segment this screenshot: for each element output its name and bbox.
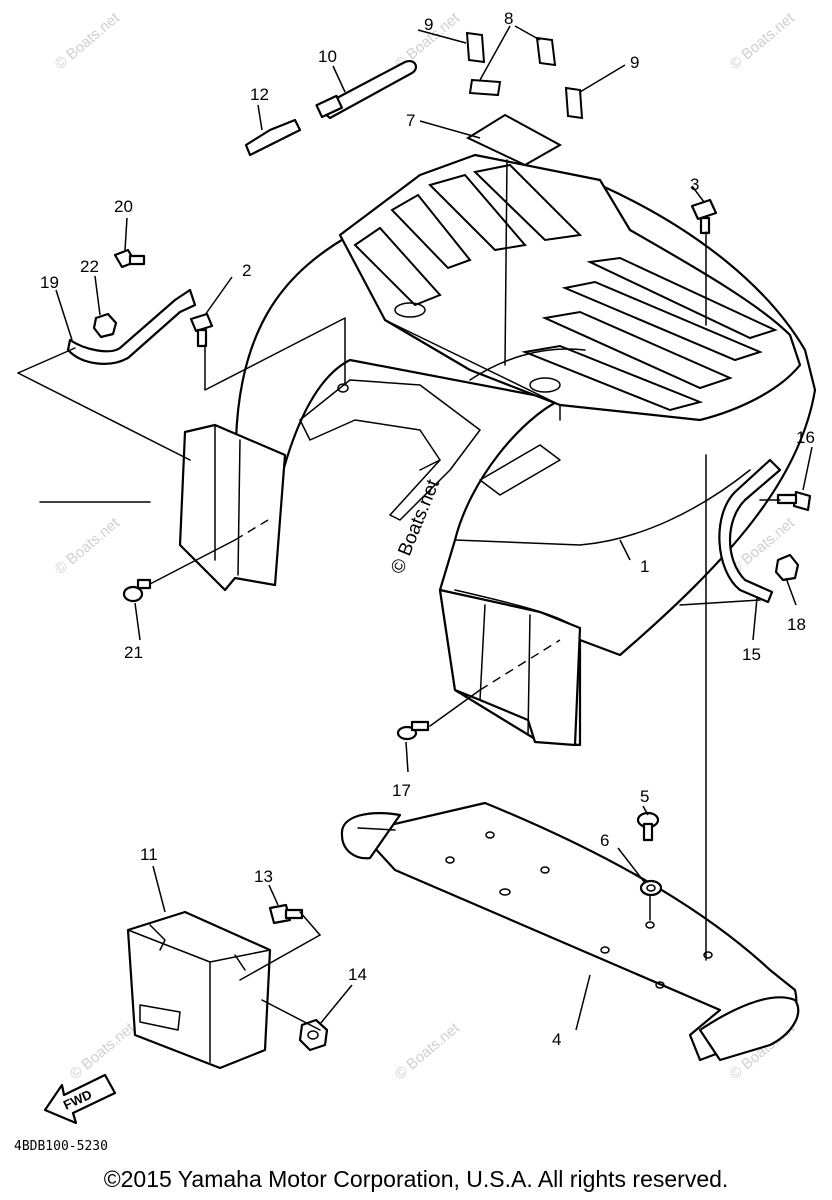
bolt-2 bbox=[189, 312, 214, 348]
callout-9b: 9 bbox=[630, 53, 639, 72]
screw-21 bbox=[122, 578, 152, 603]
leader-lines bbox=[17, 25, 813, 1031]
callout-3: 3 bbox=[690, 175, 699, 194]
callout-1: 1 bbox=[640, 557, 649, 576]
bolt-13 bbox=[268, 903, 304, 925]
bracket-19 bbox=[66, 288, 197, 365]
bolt-3 bbox=[690, 198, 718, 235]
callout-20: 20 bbox=[114, 197, 133, 216]
callout-9a: 9 bbox=[424, 15, 433, 34]
callout-10: 10 bbox=[318, 47, 337, 66]
callout-12: 12 bbox=[250, 85, 269, 104]
rear-fender bbox=[178, 153, 817, 747]
callout-21: 21 bbox=[124, 643, 143, 662]
washer-6 bbox=[639, 879, 663, 897]
nut-18 bbox=[774, 553, 800, 582]
screw-17 bbox=[396, 720, 430, 741]
copyright-notice: ©2015 Yamaha Motor Corporation, U.S.A. A… bbox=[103, 1166, 729, 1192]
callout-5: 5 bbox=[640, 787, 649, 806]
strap-10 bbox=[315, 60, 418, 120]
callout-16: 16 bbox=[796, 428, 815, 447]
watermark: © Boats.net bbox=[67, 1019, 139, 1083]
screw-5 bbox=[636, 811, 660, 842]
diagram-code: 4BDB100-5230 bbox=[14, 1139, 108, 1154]
callout-11: 11 bbox=[140, 845, 158, 864]
callout-8: 8 bbox=[504, 9, 513, 28]
callout-7: 7 bbox=[406, 111, 415, 130]
nut-14 bbox=[298, 1018, 329, 1052]
callout-14: 14 bbox=[348, 965, 367, 984]
nut-22 bbox=[92, 312, 118, 339]
bolt-20 bbox=[113, 248, 146, 269]
toolbox-11 bbox=[126, 910, 272, 1070]
pad-9b bbox=[564, 86, 584, 120]
clip-12 bbox=[244, 118, 302, 157]
callout-15: 15 bbox=[742, 645, 761, 664]
bolt-16 bbox=[776, 490, 812, 512]
callout-17: 17 bbox=[392, 781, 411, 800]
pad-7 bbox=[465, 113, 563, 167]
watermark: © Boats.net bbox=[727, 9, 799, 73]
callouts: 1 2 3 4 5 6 7 8 9 9 10 11 12 13 14 15 16… bbox=[40, 9, 815, 1049]
watermark: © Boats.net bbox=[52, 514, 124, 578]
pad-9a bbox=[465, 31, 486, 64]
callout-19: 19 bbox=[40, 273, 59, 292]
callout-6: 6 bbox=[600, 831, 609, 850]
pad-8b bbox=[468, 78, 502, 97]
callout-22: 22 bbox=[80, 257, 99, 276]
fwd-arrow: FWD bbox=[43, 1073, 117, 1125]
callout-2: 2 bbox=[242, 261, 251, 280]
watermark: © Boats.net bbox=[392, 1019, 464, 1083]
bracket-15 bbox=[718, 458, 782, 604]
callout-13: 13 bbox=[254, 867, 273, 886]
pad-8a bbox=[535, 36, 557, 67]
watermark-center: © Boats.net bbox=[387, 476, 444, 577]
callout-4: 4 bbox=[552, 1030, 561, 1049]
watermark: © Boats.net bbox=[52, 9, 124, 73]
callout-18: 18 bbox=[787, 615, 806, 634]
under-plate bbox=[340, 801, 800, 1062]
